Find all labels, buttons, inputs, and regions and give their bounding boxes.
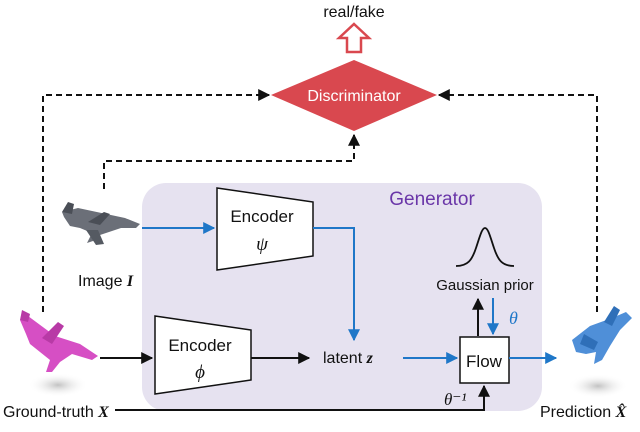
encoder-phi-title: Encoder bbox=[168, 336, 232, 355]
encoder-psi-symbol: ψ bbox=[256, 234, 269, 255]
generator-title: Generator bbox=[389, 189, 475, 210]
hollow-up-arrow-icon bbox=[335, 22, 373, 54]
theta-inverse-label: θ⁻¹ bbox=[444, 390, 466, 409]
encoder-phi-block bbox=[154, 315, 252, 395]
theta-label: θ bbox=[509, 308, 518, 328]
arrow-gt-to-flow-inverse bbox=[115, 384, 490, 411]
flow-label: Flow bbox=[466, 352, 503, 371]
pred-shadow bbox=[568, 374, 628, 398]
dashed-arrow-image-to-discriminator bbox=[103, 133, 360, 189]
real-fake-label: real/fake bbox=[323, 4, 384, 21]
dashed-arrow-gt-to-discriminator bbox=[42, 89, 271, 312]
ground-truth-airplane-icon bbox=[20, 310, 98, 372]
encoder-psi-title: Encoder bbox=[230, 207, 294, 226]
ground-truth-symbol: X bbox=[97, 404, 109, 421]
flow-block bbox=[459, 336, 510, 384]
arrow-encoder-psi-to-latent bbox=[313, 227, 360, 342]
encoder-psi-block bbox=[216, 187, 314, 271]
encoder-phi-symbol: ϕ bbox=[195, 362, 205, 383]
prediction-label: Prediction X̂ bbox=[540, 402, 627, 421]
gaussian-prior-label: Gaussian prior bbox=[436, 277, 534, 294]
prediction-symbol: X̂ bbox=[615, 402, 627, 421]
latent-label: latent z bbox=[323, 350, 374, 367]
discriminator-label: Discriminator bbox=[307, 88, 401, 105]
prediction-airplane-icon bbox=[572, 306, 632, 364]
gaussian-curve-icon bbox=[455, 227, 515, 267]
dashed-arrow-pred-to-discriminator bbox=[437, 89, 598, 312]
image-label: Image I bbox=[78, 273, 134, 290]
discriminator-diamond bbox=[271, 60, 437, 131]
ground-truth-label: Ground-truth X bbox=[3, 404, 109, 421]
latent-symbol: z bbox=[366, 350, 374, 367]
image-airplane-icon bbox=[62, 202, 140, 245]
image-symbol: I bbox=[126, 273, 134, 290]
gt-shadow bbox=[28, 373, 88, 397]
